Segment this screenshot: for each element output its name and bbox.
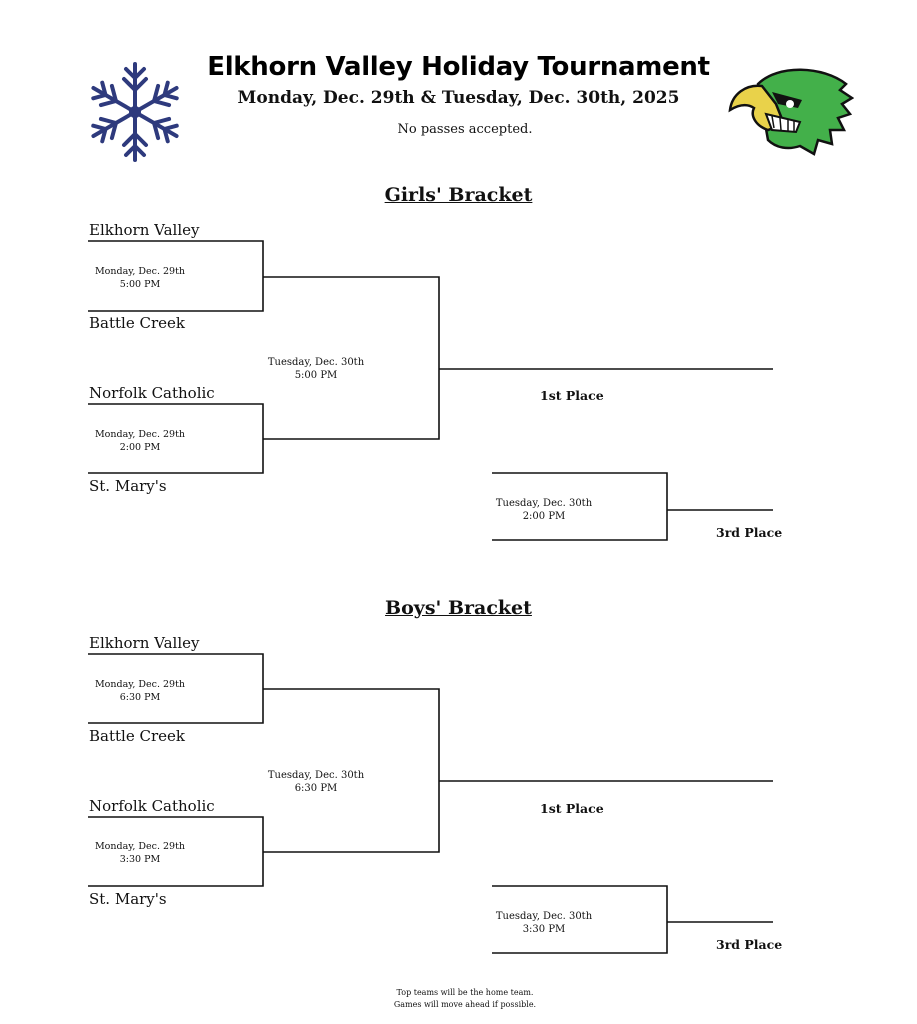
girls-team-3: Norfolk Catholic (89, 384, 215, 402)
footer-notes: Top teams will be the home team. Games w… (0, 987, 917, 1011)
footer-line-2: Games will move ahead if possible. (393, 1000, 537, 1009)
game-date: Monday, Dec. 29th (94, 266, 186, 277)
tournament-dates: Monday, Dec. 29th & Tuesday, Dec. 30th, … (237, 88, 680, 108)
game-time: 6:30 PM (119, 692, 161, 703)
girls-game-2-info: Monday, Dec. 29th 2:00 PM (90, 428, 190, 454)
game-time: 6:30 PM (294, 783, 338, 794)
falcon-mascot-icon (728, 68, 854, 156)
boys-game-1-info: Monday, Dec. 29th 6:30 PM (90, 678, 190, 704)
boys-team-3: Norfolk Catholic (89, 797, 215, 815)
game-time: 2:00 PM (522, 511, 566, 522)
girls-team-1: Elkhorn Valley (89, 221, 200, 239)
girls-third-place: 3rd Place (716, 525, 783, 540)
game-time: 3:30 PM (522, 924, 566, 935)
game-time: 5:00 PM (294, 370, 338, 381)
boys-third-place: 3rd Place (716, 937, 783, 952)
boys-bracket-title: Boys' Bracket (385, 597, 532, 619)
boys-team-4: St. Mary's (89, 890, 167, 908)
game-date: Tuesday, Dec. 30th (495, 498, 593, 509)
boys-game-2-info: Monday, Dec. 29th 3:30 PM (90, 840, 190, 866)
game-time: 3:30 PM (119, 854, 161, 865)
girls-final-info: Tuesday, Dec. 30th 5:00 PM (266, 356, 366, 382)
boys-final-info: Tuesday, Dec. 30th 6:30 PM (266, 769, 366, 795)
footer-line-1: Top teams will be the home team. (396, 988, 534, 997)
passes-note: No passes accepted. (397, 122, 533, 137)
girls-team-2: Battle Creek (89, 314, 185, 332)
game-date: Monday, Dec. 29th (94, 841, 186, 852)
game-date: Tuesday, Dec. 30th (267, 357, 365, 368)
girls-team-4: St. Mary's (89, 477, 167, 495)
girls-first-place: 1st Place (540, 388, 604, 403)
snowflake-icon (91, 62, 179, 162)
girls-bracket-title: Girls' Bracket (384, 184, 533, 206)
boys-first-place: 1st Place (540, 801, 604, 816)
boys-team-2: Battle Creek (89, 727, 185, 745)
game-time: 5:00 PM (119, 279, 161, 290)
game-date: Monday, Dec. 29th (94, 679, 186, 690)
girls-game-1-info: Monday, Dec. 29th 5:00 PM (90, 265, 190, 291)
girls-consolation-info: Tuesday, Dec. 30th 2:00 PM (494, 497, 594, 523)
tournament-title: Elkhorn Valley Holiday Tournament (207, 52, 710, 82)
boys-team-1: Elkhorn Valley (89, 634, 200, 652)
boys-consolation-info: Tuesday, Dec. 30th 3:30 PM (494, 910, 594, 936)
game-date: Tuesday, Dec. 30th (495, 911, 593, 922)
game-time: 2:00 PM (119, 442, 161, 453)
game-date: Tuesday, Dec. 30th (267, 770, 365, 781)
game-date: Monday, Dec. 29th (94, 429, 186, 440)
